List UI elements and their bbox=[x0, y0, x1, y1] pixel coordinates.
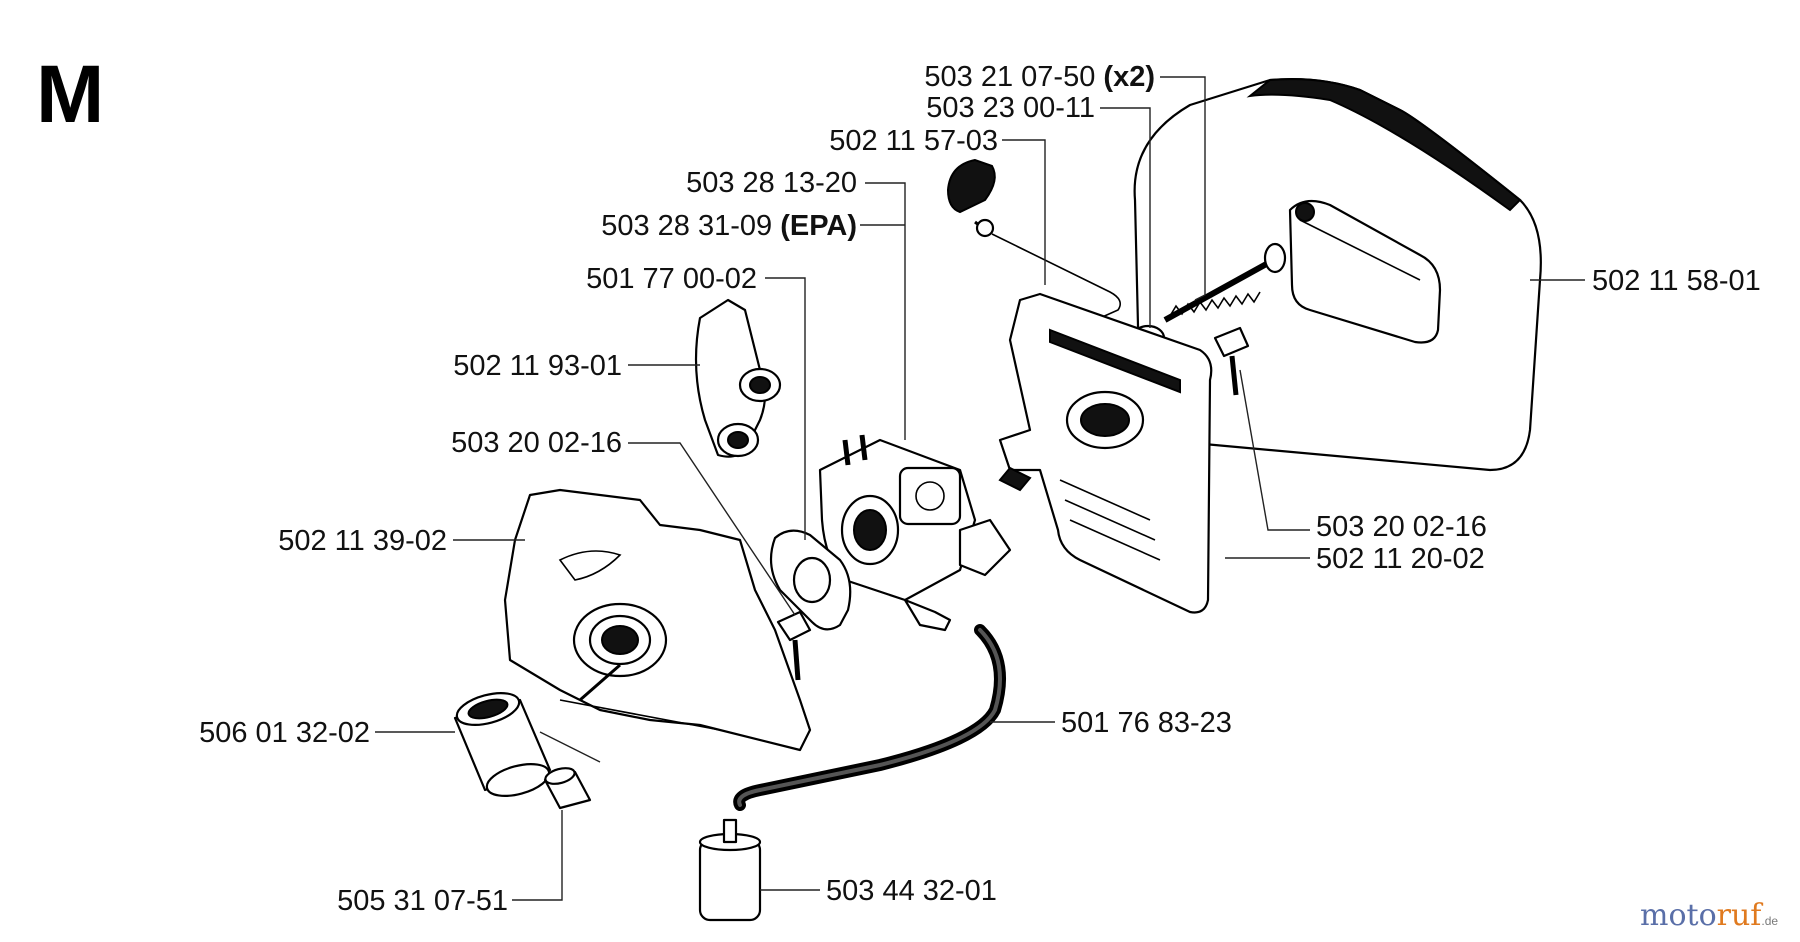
label-505-31-07-51: 505 31 07-51 bbox=[337, 885, 508, 917]
section-letter: M bbox=[36, 49, 104, 140]
gasket-drawing bbox=[769, 529, 852, 631]
watermark-logo: motoruf.de bbox=[1640, 898, 1778, 933]
fuel-filter-drawing bbox=[698, 818, 762, 922]
label-503-20-02-16-left: 503 20 02-16 bbox=[451, 427, 622, 459]
base-bolt-drawing bbox=[1213, 326, 1250, 396]
label-503-20-02-16-right: 503 20 02-16 bbox=[1316, 511, 1487, 543]
label-502-11-93-01: 502 11 93-01 bbox=[453, 350, 622, 382]
intake-elbow-drawing bbox=[694, 298, 782, 458]
filter-screw-drawing bbox=[1163, 242, 1287, 323]
label-502-11-58-01: 502 11 58-01 bbox=[1592, 265, 1761, 297]
label-501-76-83-23: 501 76 83-23 bbox=[1061, 707, 1232, 739]
bushing-drawing bbox=[543, 767, 592, 810]
fuel-hose-drawing bbox=[733, 624, 1006, 811]
leader-lines bbox=[375, 76, 1585, 901]
center-bolt-drawing bbox=[776, 610, 812, 681]
label-506-01-32-02: 506 01 32-02 bbox=[199, 717, 370, 749]
label-502-11-39-02: 502 11 39-02 bbox=[278, 525, 447, 557]
choke-rod-drawing bbox=[946, 158, 1121, 319]
label-503-21-07-50: 503 21 07-50 (x2) bbox=[924, 61, 1155, 93]
svg-text:motoruf.de: motoruf.de bbox=[1640, 898, 1778, 933]
sleeve-drawing bbox=[453, 692, 552, 797]
carb-housing-drawing bbox=[503, 488, 812, 752]
filter-base-drawing bbox=[998, 292, 1213, 614]
label-503-28-13-20: 503 28 13-20 bbox=[686, 167, 857, 199]
carburetor-drawing bbox=[818, 434, 1032, 632]
label-501-77-00-02: 501 77 00-02 bbox=[586, 263, 757, 295]
label-503-28-31-09: 503 28 31-09 (EPA) bbox=[601, 210, 857, 242]
label-502-11-20-02: 502 11 20-02 bbox=[1316, 543, 1485, 575]
label-503-44-32-01: 503 44 32-01 bbox=[826, 875, 997, 907]
label-503-23-00-11: 503 23 00-11 bbox=[926, 92, 1095, 124]
label-502-11-57-03: 502 11 57-03 bbox=[829, 125, 998, 157]
